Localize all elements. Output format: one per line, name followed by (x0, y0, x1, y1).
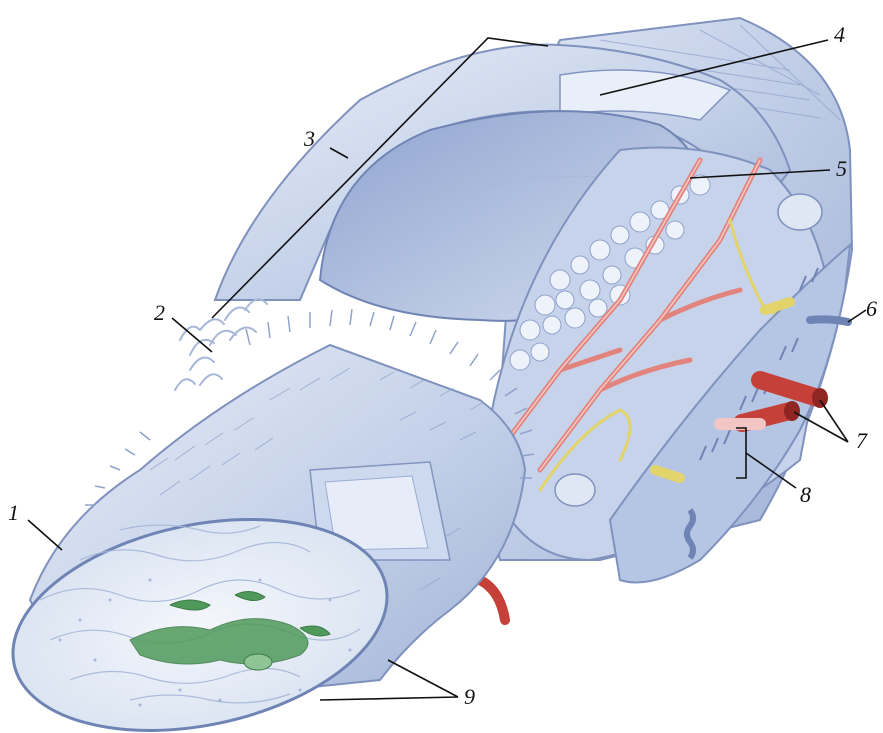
leader-line-7a (820, 400, 848, 442)
label-1: 1 (8, 500, 19, 525)
leader-line-1 (28, 520, 62, 550)
leader-line-9a (388, 660, 458, 697)
label-9: 9 (464, 684, 475, 709)
label-6: 6 (866, 296, 877, 321)
leader-line-9b (320, 697, 458, 700)
leader-line-6 (848, 310, 866, 322)
label-7: 7 (856, 428, 868, 453)
label-4: 4 (834, 22, 845, 47)
label-5: 5 (836, 156, 847, 181)
label-8: 8 (800, 482, 811, 507)
label-3: 3 (303, 126, 315, 151)
label-2: 2 (154, 300, 165, 325)
